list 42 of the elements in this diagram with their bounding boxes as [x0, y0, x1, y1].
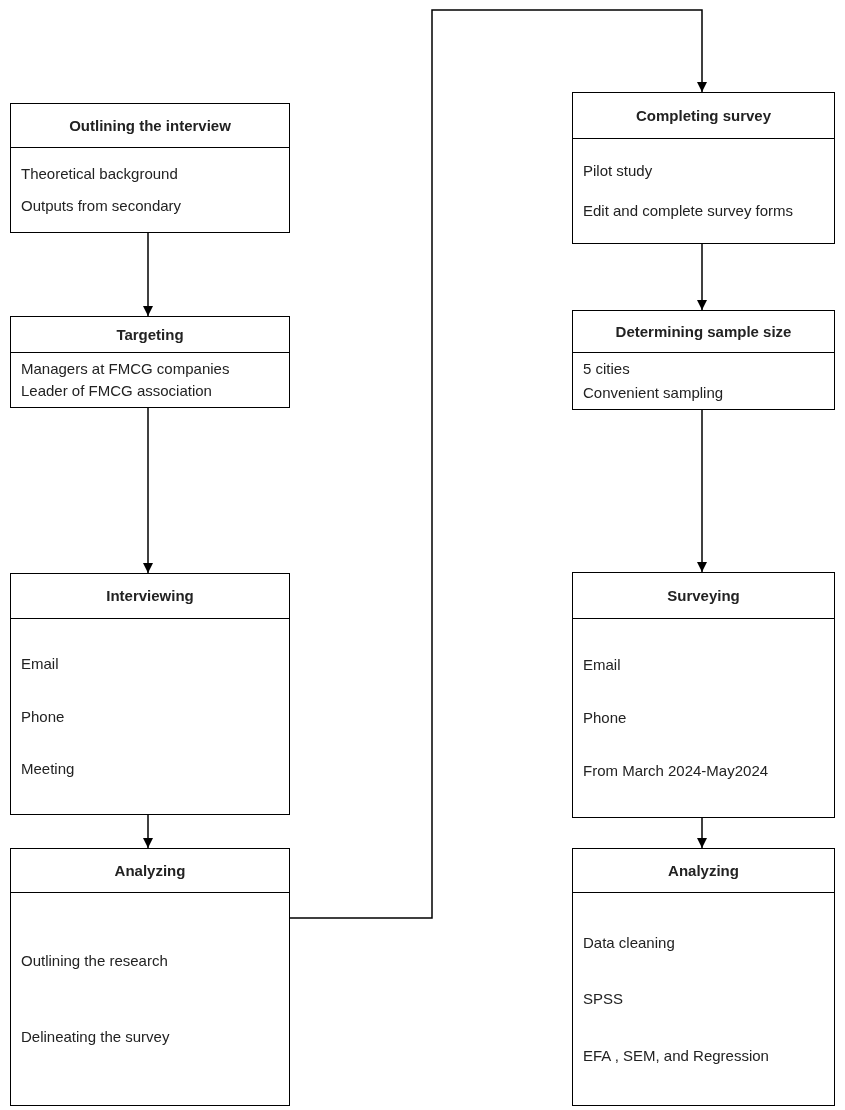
list-item: Managers at FMCG companies — [21, 359, 231, 378]
list-item: Meeting — [21, 759, 76, 778]
list-item: SPSS — [583, 990, 625, 1008]
process-box — [10, 848, 290, 1106]
box-heading: Completing survey — [573, 93, 834, 139]
list-item: Phone — [583, 709, 628, 727]
process-box — [572, 310, 835, 410]
arrow — [143, 407, 153, 574]
list-item: Outputs from secondary — [21, 197, 183, 216]
box-heading: Interviewing — [11, 574, 289, 619]
list-item: Convenient sampling — [583, 383, 725, 402]
arrow — [289, 9, 707, 919]
process-box — [572, 92, 835, 244]
list-item: Theoretical background — [21, 164, 179, 183]
list-item: Phone — [21, 707, 66, 726]
box-heading: Analyzing — [11, 849, 289, 893]
box-heading: Analyzing — [573, 849, 834, 893]
arrow — [143, 232, 153, 317]
process-box — [10, 573, 290, 815]
arrow — [143, 814, 153, 849]
box-heading: Targeting — [11, 317, 289, 353]
list-item: Pilot study — [583, 162, 654, 181]
process-box — [10, 103, 290, 233]
list-item: From March 2024-May2024 — [583, 762, 770, 780]
list-item: Leader of FMCG association — [21, 382, 213, 401]
list-item: Outlining the research — [21, 952, 169, 971]
box-heading: Determining sample size — [573, 311, 834, 353]
list-item: 5 cities — [583, 360, 631, 379]
list-item: EFA , SEM, and Regression — [583, 1046, 770, 1065]
arrow — [697, 243, 707, 311]
arrow — [697, 817, 707, 849]
box-heading: Outlining the interview — [11, 104, 289, 148]
list-item: Email — [583, 656, 622, 674]
process-box — [572, 572, 835, 818]
list-item: Email — [21, 655, 60, 674]
process-box — [10, 316, 290, 408]
process-box — [572, 848, 835, 1106]
box-heading: Surveying — [573, 573, 834, 619]
arrow — [697, 409, 707, 573]
list-item: Delineating the survey — [21, 1027, 171, 1046]
list-item: Data cleaning — [583, 933, 676, 952]
list-item: Edit and complete survey forms — [583, 201, 795, 220]
